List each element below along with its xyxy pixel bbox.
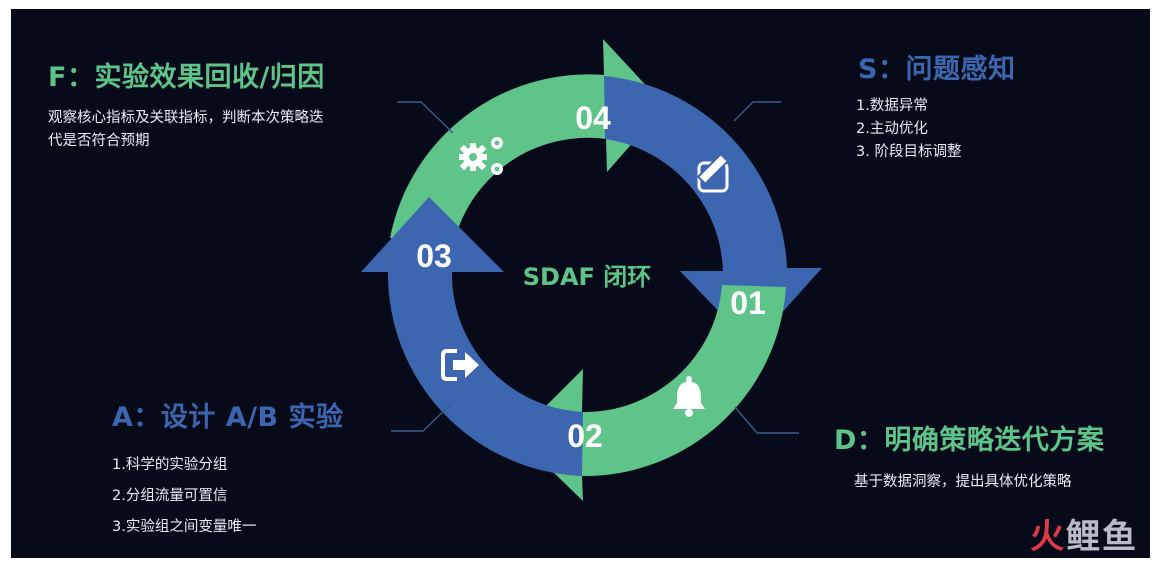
arc-segment-04 — [390, 39, 665, 242]
bell-icon — [673, 376, 705, 417]
d-section-title: D：明确策略迭代方案 — [834, 425, 1105, 456]
watermark-part-1: 火 — [1030, 517, 1066, 557]
connector-s — [733, 101, 781, 122]
gears-icon — [459, 137, 503, 175]
connector-d — [734, 406, 799, 434]
watermark-logo: 火鲤鱼 — [1030, 509, 1138, 558]
f-description-line-2: 代是否符合预期 — [48, 133, 150, 149]
step-number-01: 01 — [730, 285, 766, 321]
a-list-item: 2.分组流量可置信 — [112, 488, 228, 504]
diagram-canvas: 04 01 02 03 SDAF 闭环 — [11, 9, 1150, 558]
f-section-description: 观察核心指标及关联指标，判断本次策略迭 代是否符合预期 — [48, 107, 324, 153]
s-section-list: 1.数据异常 2.主动优化 3. 阶段目标调整 — [856, 95, 961, 164]
a-section-list: 1.科学的实验分组 2.分组流量可置信 3.实验组之间变量唯一 — [112, 450, 256, 543]
s-list-item: 2.主动优化 — [856, 121, 928, 137]
a-list-item: 1.科学的实验分组 — [112, 457, 228, 473]
pencil-edit-icon — [696, 152, 730, 193]
connector-a — [391, 403, 452, 432]
connector-lines — [391, 101, 799, 434]
sdaf-cycle-diagram: 04 01 02 03 SDAF 闭环 — [361, 39, 822, 501]
arc-segment-01 — [604, 76, 822, 346]
center-label: SDAF 闭环 — [523, 263, 652, 291]
f-section-title: F：实验效果回收/归因 — [48, 62, 325, 93]
a-section-title: A：设计 A/B 实验 — [112, 402, 344, 433]
step-number-02: 02 — [567, 418, 603, 454]
watermark-part-2: 鲤鱼 — [1066, 517, 1138, 557]
d-section-description: 基于数据洞察，提出具体优化策略 — [854, 474, 1072, 490]
step-number-03: 03 — [416, 238, 452, 274]
arc-segment-03 — [361, 197, 583, 476]
connector-f — [397, 101, 454, 134]
arc-segment-02 — [516, 285, 786, 501]
s-list-item: 3. 阶段目标调整 — [856, 144, 962, 160]
a-list-item: 3.实验组之间变量唯一 — [112, 519, 257, 535]
sign-out-icon — [441, 349, 479, 381]
s-section-title: S：问题感知 — [858, 54, 1016, 85]
step-number-04: 04 — [575, 100, 611, 136]
s-list-item: 1.数据异常 — [856, 98, 928, 114]
f-description-line-1: 观察核心指标及关联指标，判断本次策略迭 — [48, 110, 324, 126]
